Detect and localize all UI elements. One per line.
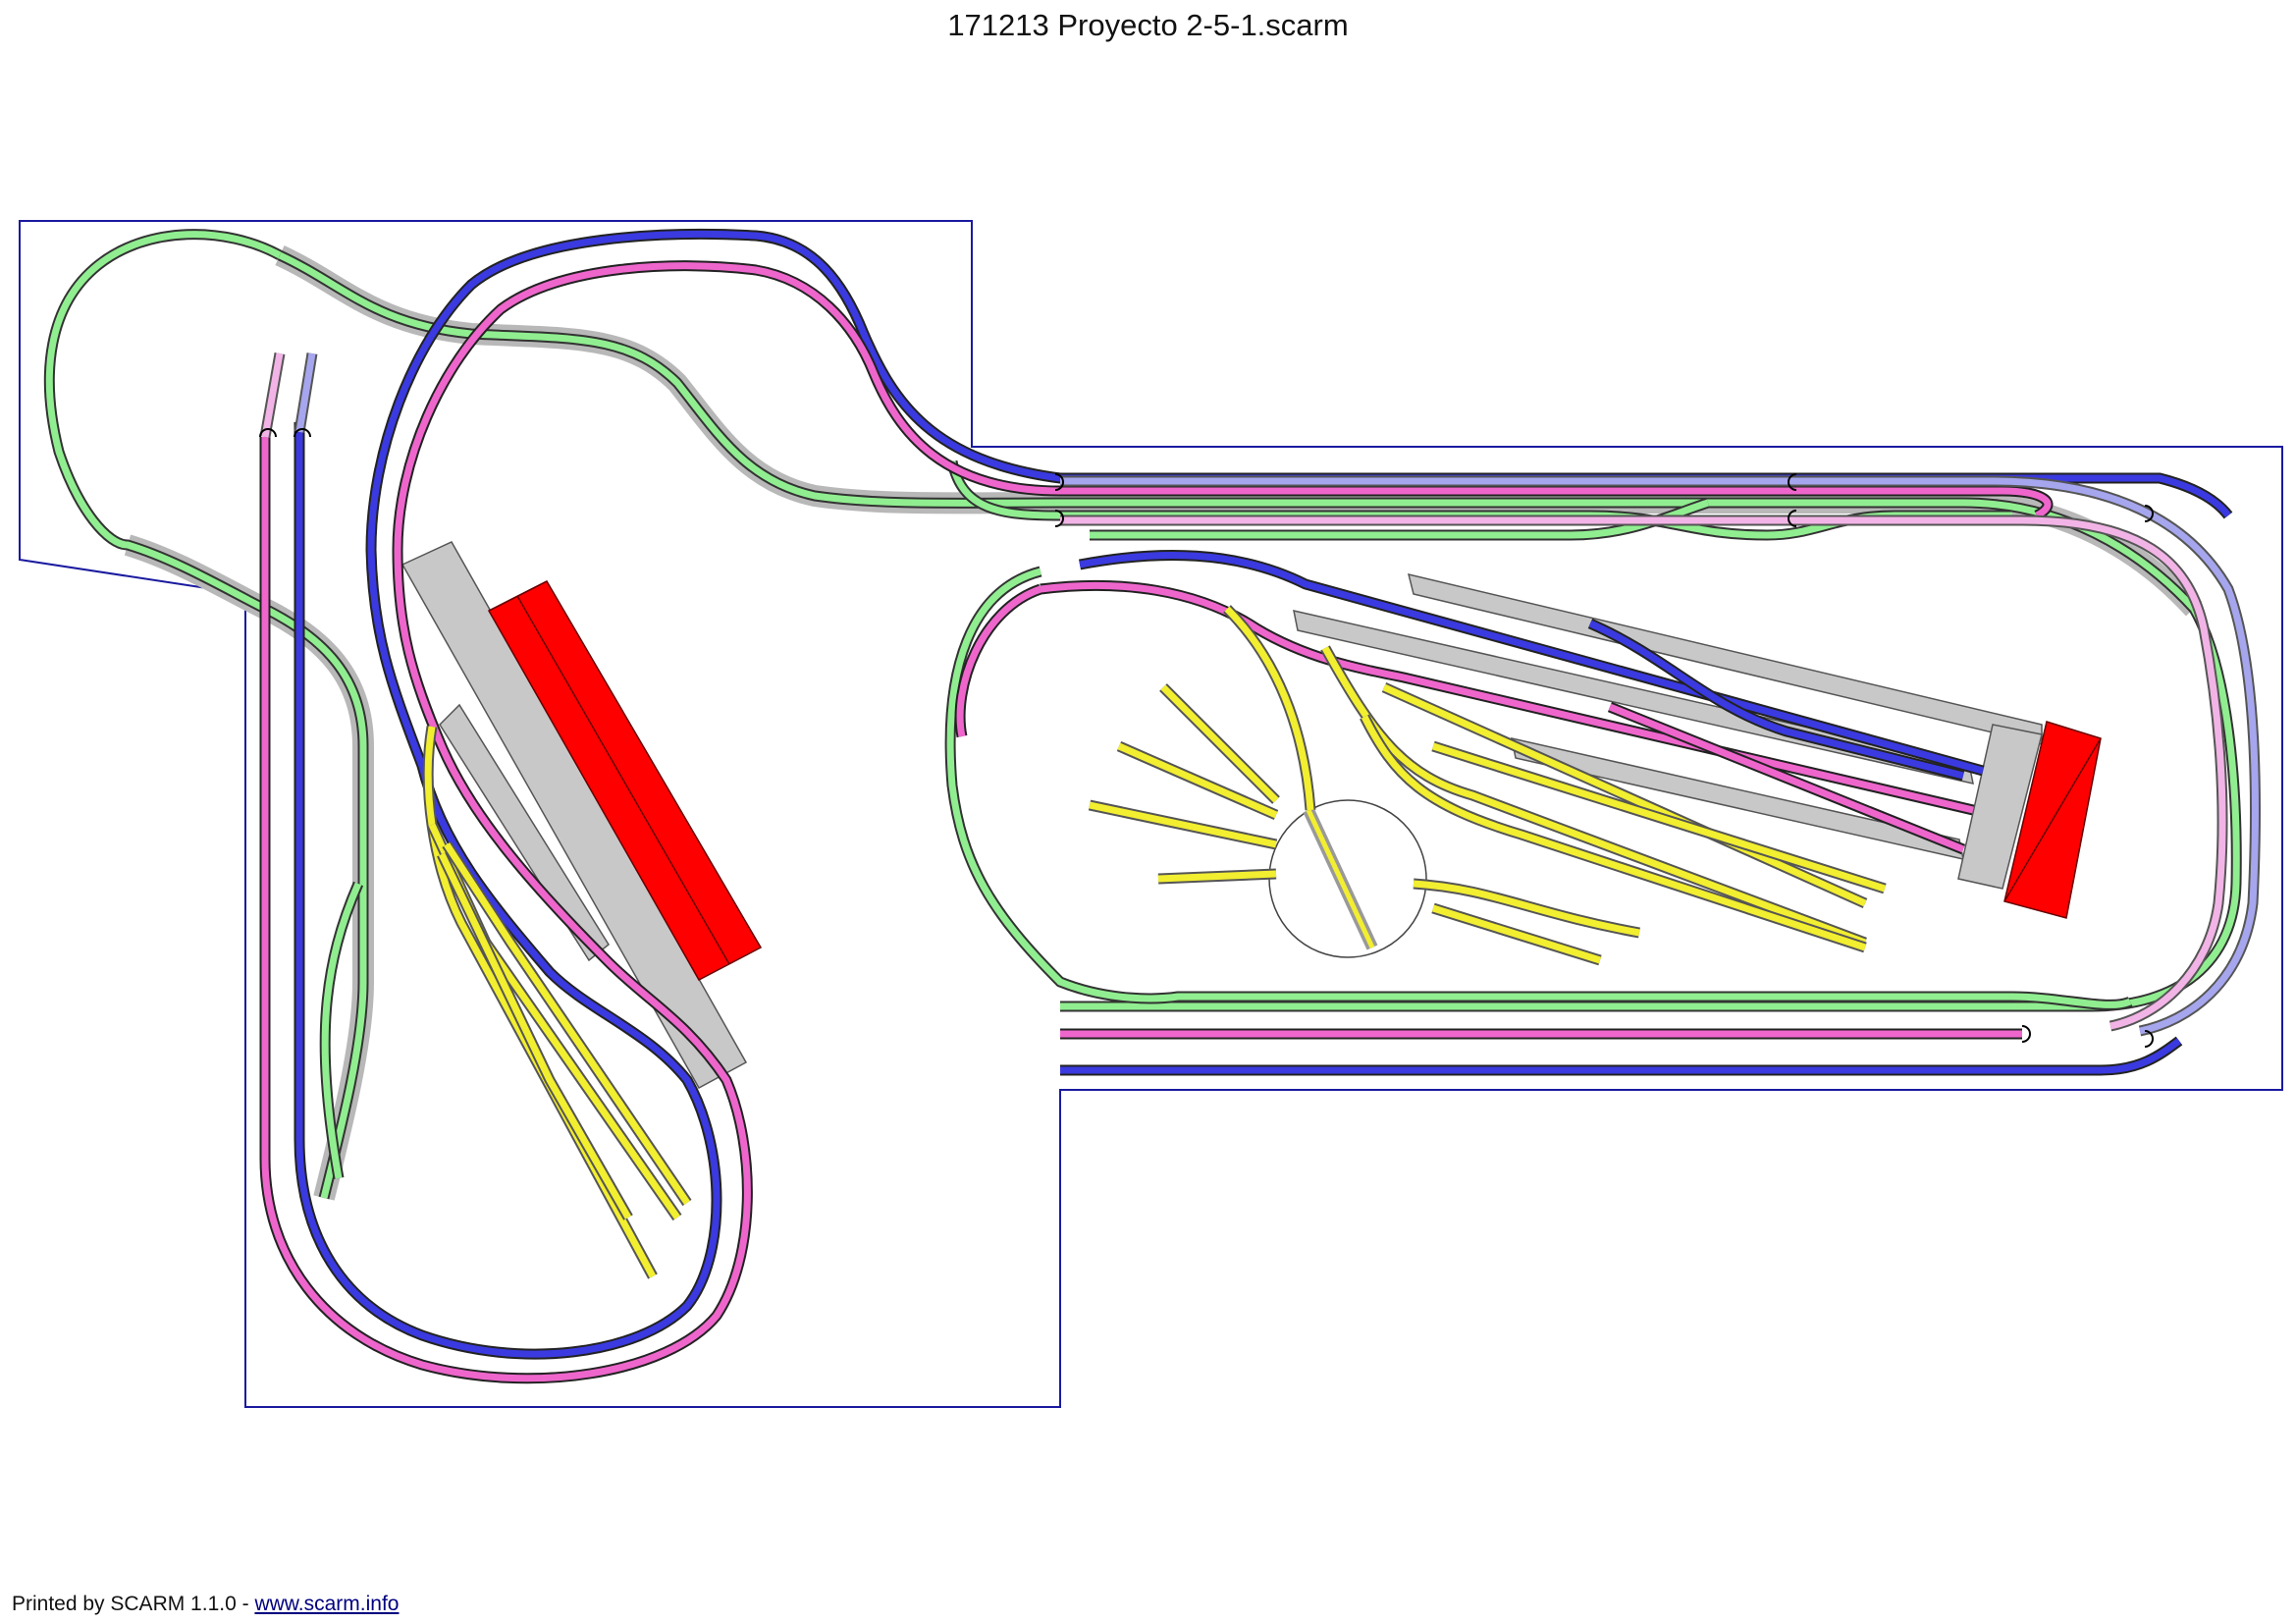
track-light <box>259 352 2261 1037</box>
track-pink <box>259 260 2054 1384</box>
track-end-markers <box>259 428 2154 1048</box>
platforms-left <box>400 541 748 1090</box>
footer-link[interactable]: www.scarm.info <box>254 1593 400 1615</box>
station-building-left <box>487 580 763 982</box>
footer: Printed by SCARM 1.1.0 - www.scarm.info <box>12 1593 399 1616</box>
footer-printed-by: Printed by SCARM 1.1.0 - <box>12 1593 255 1615</box>
track-blue <box>294 228 2233 1360</box>
station-building-right <box>2003 721 2102 919</box>
track-green-main <box>43 229 2242 1201</box>
yard-tracks-left <box>422 726 692 1279</box>
page-title: 171213 Proyecto 2-5-1.scarm <box>947 8 1349 42</box>
turntable <box>1268 799 1427 958</box>
board-outline <box>19 220 2283 1408</box>
yard-tracks-right <box>1088 605 1887 966</box>
